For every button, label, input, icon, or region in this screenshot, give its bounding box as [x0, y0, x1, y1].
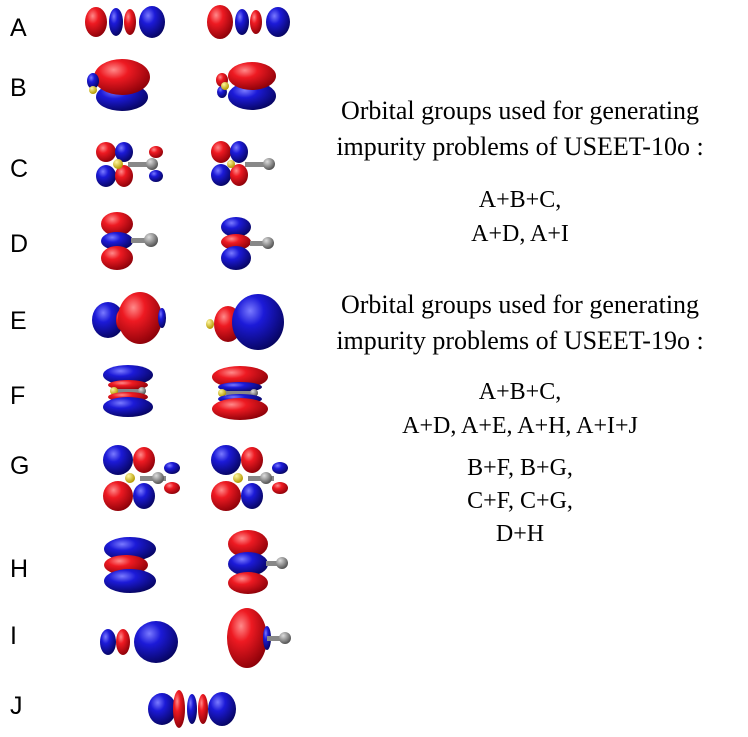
orbital-d-right	[221, 217, 274, 270]
orbital-f-right	[212, 366, 268, 420]
row-label-g: G	[10, 452, 30, 480]
orbital-f-left	[103, 365, 153, 417]
row-label-e: E	[10, 307, 27, 335]
orbital-a-left	[85, 6, 165, 38]
row-label-j: J	[10, 692, 23, 720]
useet19-heading-line2: impurity problems of USEET-19o :	[336, 326, 704, 355]
orbital-d-left	[101, 212, 158, 270]
orbital-g-left	[103, 445, 180, 511]
orbital-c-right	[211, 141, 275, 186]
useet10-group-line: A+B+C,	[478, 187, 562, 213]
orbital-b-left	[87, 59, 150, 111]
useet10-group-line: A+D, A+I	[471, 221, 569, 247]
row-label-b: B	[10, 74, 27, 102]
orbital-b-right	[216, 62, 276, 110]
useet19-group-line: B+F, B+G,	[467, 455, 573, 481]
orbital-h-right	[228, 530, 288, 594]
row-label-c: C	[10, 155, 29, 183]
orbital-i-left	[100, 621, 178, 663]
useet19-group-line: D+H	[495, 521, 545, 547]
orbital-g-right	[211, 445, 288, 511]
orbital-c-left	[96, 142, 163, 187]
orbital-e-left	[92, 292, 166, 344]
useet10-heading-line1: Orbital groups used for generating	[340, 96, 700, 125]
row-label-f: F	[10, 382, 26, 410]
orbital-i-right	[227, 608, 291, 668]
orbital-e-right	[206, 294, 284, 350]
useet10-heading-line2: impurity problems of USEET-10o :	[336, 132, 704, 161]
orbital-j	[148, 690, 236, 728]
orbital-h-left	[104, 537, 156, 593]
row-label-i: I	[10, 622, 17, 650]
orbital-a-right	[207, 5, 290, 39]
row-label-h: H	[10, 555, 29, 583]
useet19-heading-line1: Orbital groups used for generating	[340, 290, 700, 319]
useet19-group-line: A+B+C,	[478, 379, 562, 405]
row-label-d: D	[10, 230, 29, 258]
useet19-group-line: A+D, A+E, A+H, A+I+J	[402, 413, 638, 439]
row-label-a: A	[10, 14, 27, 42]
useet19-group-line: C+F, C+G,	[467, 488, 573, 514]
